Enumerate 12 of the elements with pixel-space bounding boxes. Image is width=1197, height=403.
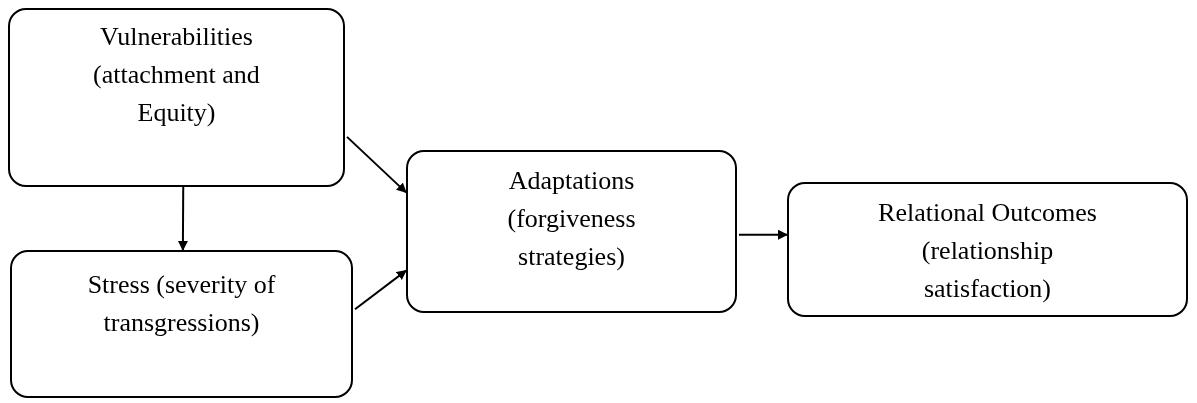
process-box	[10, 250, 353, 398]
arrow	[738, 229, 788, 240]
arrow	[346, 135, 407, 194]
process-box	[406, 150, 737, 313]
arrow	[177, 186, 188, 251]
arrow	[354, 269, 407, 311]
box-text: Vulnerabilities (attachment and Equity)	[92, 21, 261, 129]
process-box	[8, 8, 345, 187]
box-text: Adaptations (forgiveness strategies)	[506, 165, 637, 273]
box-text: Stress (severity of transgressions)	[86, 269, 277, 339]
process-box	[787, 182, 1188, 317]
box-text: Relational Outcomes (relationship satisfaction)	[877, 197, 1098, 305]
